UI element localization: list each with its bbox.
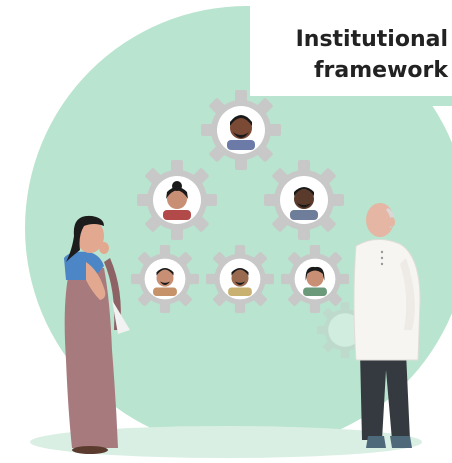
title-panel (250, 0, 452, 96)
page-title-line1: Institutional (296, 27, 448, 52)
man-figure (353, 203, 421, 448)
person-avatar-icon (163, 181, 191, 220)
person-avatar-icon (227, 115, 255, 150)
woman-figure (64, 215, 130, 454)
gear-icon (201, 90, 281, 170)
person-avatar-icon (303, 266, 327, 296)
page-title-line2: framework (314, 58, 449, 83)
person-avatar-icon (290, 187, 318, 220)
gear-icon (131, 245, 199, 313)
gear-icon (281, 245, 349, 313)
gear-icon (137, 160, 217, 240)
gear-icon (206, 245, 274, 313)
gear-icon (264, 160, 344, 240)
person-avatar-icon (153, 267, 177, 296)
ground-shadow (30, 426, 422, 458)
person-avatar-icon (228, 267, 252, 296)
